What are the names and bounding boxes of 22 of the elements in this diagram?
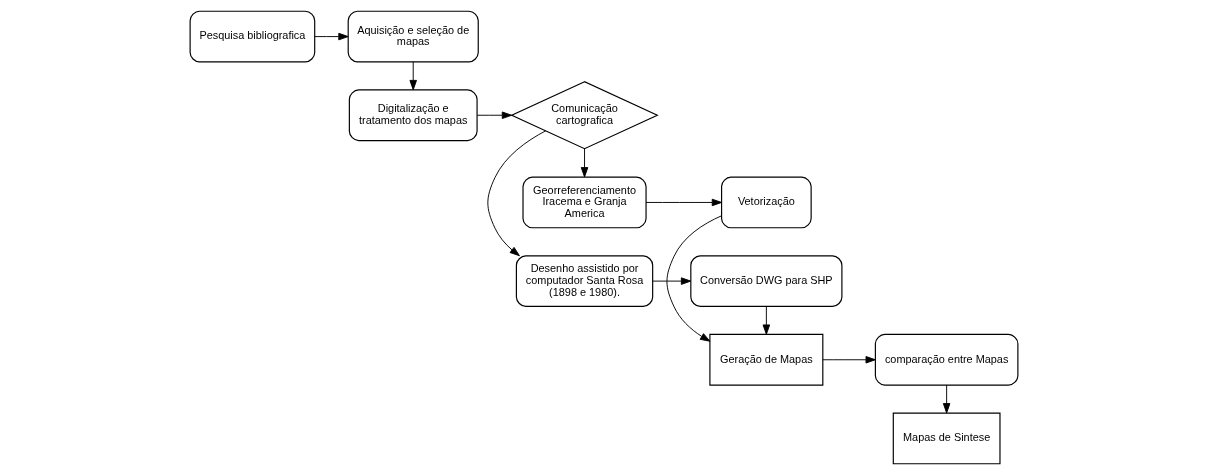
node-box: Digitalização e tratamento dos mapas bbox=[348, 89, 478, 142]
node-box: Desenho assistido por computador Santa Rosa (1898 e 1980). bbox=[515, 255, 654, 307]
arrow bbox=[942, 384, 951, 414]
node-box: Georreferenciamento Iracema e Granja America bbox=[522, 176, 647, 229]
node-box: Aquisição e seleção de mapas bbox=[347, 10, 479, 63]
node-box: Vetorização bbox=[721, 176, 812, 229]
node-box: Mapas de Sintese bbox=[892, 412, 1001, 465]
arrow bbox=[580, 148, 589, 178]
node-box: Pesquisa bibliografica bbox=[189, 10, 316, 63]
node-box: Conversão DWG para SHP bbox=[690, 255, 843, 307]
arrow bbox=[762, 305, 771, 335]
arrow bbox=[652, 277, 692, 285]
node-diamond: Comunicação cartografica bbox=[510, 81, 659, 150]
node-box: Geração de Mapas bbox=[709, 333, 824, 386]
arrow bbox=[476, 111, 513, 119]
arrow bbox=[645, 198, 723, 207]
arrow bbox=[314, 32, 349, 41]
arrow bbox=[487, 130, 547, 257]
arrow bbox=[409, 61, 417, 91]
arrow bbox=[822, 356, 876, 364]
arrow bbox=[666, 215, 722, 342]
node-box: comparação entre Mapas bbox=[874, 333, 1019, 386]
